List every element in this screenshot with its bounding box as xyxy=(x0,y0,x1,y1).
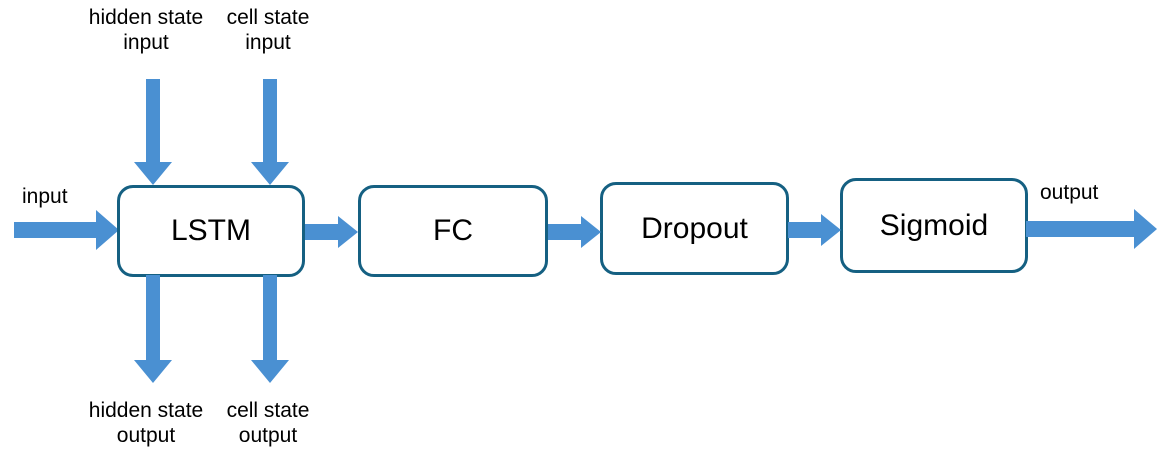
input-arrow xyxy=(14,210,119,250)
node-fc[interactable]: FC xyxy=(358,185,548,277)
cell-state-input-label: cell state input xyxy=(226,6,310,54)
output-label: output xyxy=(1040,181,1099,204)
fc-to-dropout-arrow xyxy=(548,216,601,248)
cell-state-output-arrow xyxy=(251,275,289,383)
hidden-state-input-arrow xyxy=(134,79,172,185)
lstm-to-fc-arrow xyxy=(305,216,358,248)
node-dropout[interactable]: Dropout xyxy=(600,182,789,275)
output-arrow xyxy=(1026,209,1157,249)
dropout-to-sigmoid-arrow xyxy=(788,214,841,246)
input-label: input xyxy=(22,185,68,208)
hidden-state-output-label: hidden state output xyxy=(88,399,204,447)
node-sigmoid[interactable]: Sigmoid xyxy=(840,178,1028,273)
cell-state-output-label: cell state output xyxy=(226,399,310,447)
node-dropout-label: Dropout xyxy=(641,211,748,245)
node-fc-label: FC xyxy=(433,214,473,247)
hidden-state-input-label: hidden state input xyxy=(88,6,204,54)
hidden-state-output-arrow xyxy=(134,275,172,383)
node-lstm[interactable]: LSTM xyxy=(117,185,305,277)
node-sigmoid-label: Sigmoid xyxy=(879,208,989,242)
node-lstm-label: LSTM xyxy=(170,214,251,247)
cell-state-input-arrow xyxy=(251,79,289,185)
